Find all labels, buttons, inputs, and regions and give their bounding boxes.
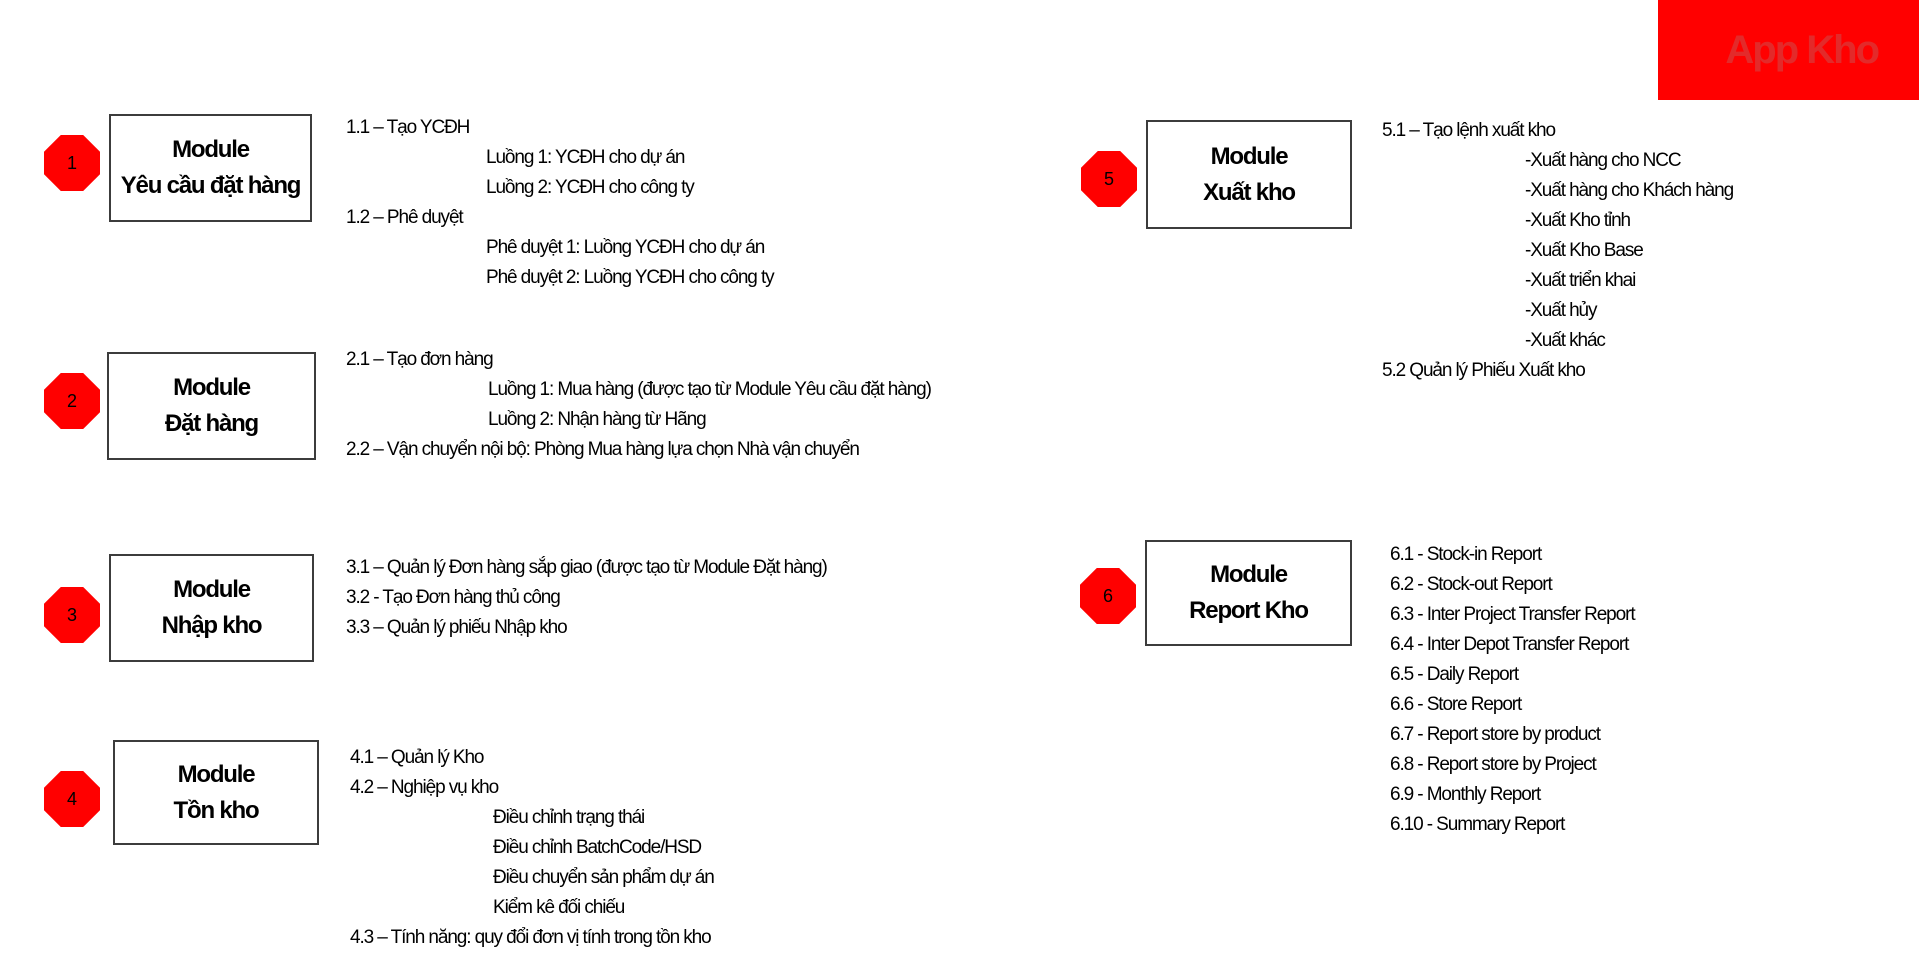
module-label: Module <box>173 374 251 401</box>
module-box-xuat-kho[interactable]: Module Xuất kho <box>1146 120 1352 229</box>
module-number-badge: 1 <box>44 135 100 191</box>
description-line: Điều chuyển sản phẩm dự án <box>493 867 715 888</box>
description-line: 4.3 – Tính năng: quy đổi đơn vị tính tro… <box>350 927 712 948</box>
module-description: 2.1 – Tạo đơn hàng Luồng 1: Mua hàng (đư… <box>346 345 932 465</box>
description-line: -Xuất triển khai <box>1525 270 1636 291</box>
description-line: 6.5 - Daily Report <box>1390 664 1519 685</box>
module-title: Nhập kho <box>161 612 263 639</box>
module-number-badge: 4 <box>44 771 100 827</box>
description-line: 3.2 - Tạo Đơn hàng thủ công <box>346 587 561 608</box>
module-label: Module <box>177 760 256 788</box>
description-line: 2.2 – Vận chuyển nội bộ: Phòng Mua hàng … <box>346 439 860 460</box>
module-description: 4.1 – Quản lý Kho 4.2 – Nghiệp vụ kho Đi… <box>350 743 715 953</box>
description-line: Điều chỉnh trạng thái <box>493 807 645 828</box>
description-line: Điều chỉnh BatchCode/HSD <box>493 837 702 858</box>
description-line: 6.7 - Report store by product <box>1390 724 1601 745</box>
description-line: Luồng 2: YCĐH cho công ty <box>486 177 695 198</box>
description-line: 3.3 – Quản lý phiếu Nhập kho <box>346 617 568 638</box>
description-line: -Xuất hàng cho NCC <box>1525 150 1682 171</box>
description-line: 1.1 – Tạo YCĐH <box>346 117 470 138</box>
description-line: Luồng 1: Mua hàng (được tạo từ Module Yê… <box>488 379 932 400</box>
module-title: Yêu cầu đặt hàng <box>120 172 302 199</box>
description-line: -Xuất hủy <box>1525 300 1598 321</box>
description-line: 6.8 - Report store by Project <box>1390 754 1597 775</box>
module-box-dat-hang[interactable]: Module Đặt hàng <box>107 352 316 460</box>
module-label: Module <box>1210 142 1289 170</box>
description-line: -Xuất Kho tỉnh <box>1525 210 1631 231</box>
description-line: 4.2 – Nghiệp vụ kho <box>350 777 499 798</box>
module-description: 1.1 – Tạo YCĐH Luồng 1: YCĐH cho dự án L… <box>346 113 775 293</box>
description-line: 6.10 - Summary Report <box>1390 814 1565 835</box>
description-line: 1.2 – Phê duyệt <box>346 207 464 228</box>
description-line: 6.1 - Stock-in Report <box>1390 544 1542 565</box>
module-number-badge: 6 <box>1080 568 1136 624</box>
app-title-banner: App Kho <box>1658 0 1919 100</box>
description-line: 4.1 – Quản lý Kho <box>350 747 485 768</box>
module-label: Module <box>172 136 250 163</box>
module-number-badge: 2 <box>44 373 100 429</box>
description-line: 6.4 - Inter Depot Transfer Report <box>1390 634 1629 655</box>
description-line: Phê duyệt 2: Luồng YCĐH cho công ty <box>486 267 775 288</box>
description-line: 5.2 Quản lý Phiếu Xuất kho <box>1382 360 1586 381</box>
module-box-yeu-cau-dat-hang[interactable]: Module Yêu cầu đặt hàng <box>109 114 312 222</box>
module-description: 5.1 – Tạo lệnh xuất kho -Xuất hàng cho N… <box>1382 116 1734 386</box>
module-title: Xuất kho <box>1203 178 1296 206</box>
module-description: 3.1 – Quản lý Đơn hàng sắp giao (được tạ… <box>346 553 828 643</box>
module-title: Report Kho <box>1189 597 1309 624</box>
module-title: Tồn kho <box>173 796 260 824</box>
description-line: 3.1 – Quản lý Đơn hàng sắp giao (được tạ… <box>346 557 828 578</box>
module-box-report-kho[interactable]: Module Report Kho <box>1145 540 1352 646</box>
description-line: -Xuất hàng cho Khách hàng <box>1525 180 1734 201</box>
description-line: 6.3 - Inter Project Transfer Report <box>1390 604 1636 625</box>
module-label: Module <box>1210 561 1288 588</box>
description-line: Luồng 2: Nhận hàng từ Hãng <box>488 409 707 430</box>
module-description: 6.1 - Stock-in Report 6.2 - Stock-out Re… <box>1390 540 1636 840</box>
module-box-nhap-kho[interactable]: Module Nhập kho <box>109 554 314 662</box>
module-label: Module <box>173 576 251 603</box>
description-line: 6.2 - Stock-out Report <box>1390 574 1553 595</box>
description-line: 2.1 – Tạo đơn hàng <box>346 349 494 370</box>
description-line: 6.6 - Store Report <box>1390 694 1522 715</box>
module-box-ton-kho[interactable]: Module Tồn kho <box>113 740 319 845</box>
module-number-badge: 5 <box>1081 151 1137 207</box>
description-line: 5.1 – Tạo lệnh xuất kho <box>1382 120 1556 141</box>
description-line: Luồng 1: YCĐH cho dự án <box>486 147 685 168</box>
description-line: -Xuất Kho Base <box>1525 240 1644 261</box>
module-number-badge: 3 <box>44 587 100 643</box>
description-line: -Xuất khác <box>1525 330 1606 351</box>
description-line: Phê duyệt 1: Luồng YCĐH cho dự án <box>486 237 765 258</box>
description-line: Kiểm kê đối chiếu <box>493 897 625 918</box>
module-title: Đặt hàng <box>164 410 259 437</box>
description-line: 6.9 - Monthly Report <box>1390 784 1541 805</box>
